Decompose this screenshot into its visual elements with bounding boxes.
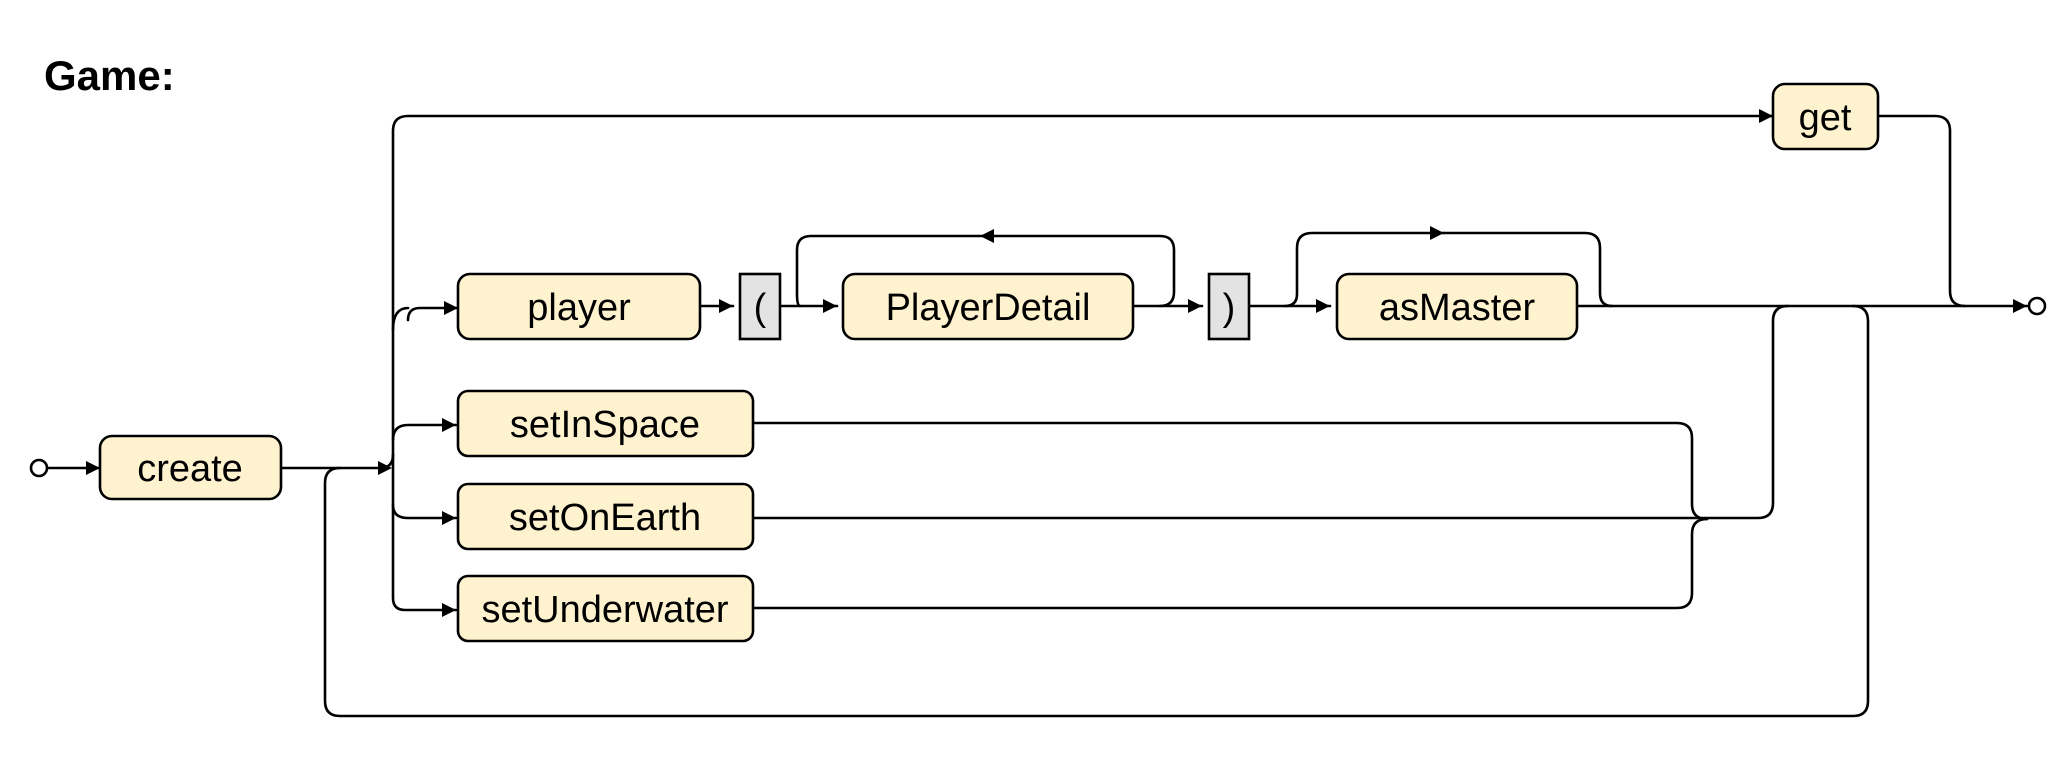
arrowheads: [86, 109, 2027, 617]
node-set-underwater-label: setUnderwater: [481, 589, 728, 631]
node-create-label: create: [137, 448, 243, 490]
node-set-in-space: setInSpace: [456, 389, 755, 458]
node-set-in-space-label: setInSpace: [510, 404, 700, 446]
node-open-paren-label: (: [754, 287, 767, 329]
rule-title: Game:: [44, 52, 175, 99]
node-player-label: player: [527, 287, 631, 329]
node-player-detail: PlayerDetail: [841, 272, 1135, 341]
node-player: player: [456, 272, 702, 341]
start-terminal: [29, 458, 49, 478]
node-create: create: [98, 434, 283, 501]
node-player-detail-label: PlayerDetail: [886, 287, 1091, 329]
tracks: [46, 114, 2029, 718]
node-get-label: get: [1799, 97, 1852, 139]
node-as-master-label: asMaster: [1379, 287, 1536, 329]
end-terminal: [2027, 296, 2047, 316]
node-as-master: asMaster: [1335, 272, 1579, 341]
node-set-underwater: setUnderwater: [456, 574, 755, 643]
node-get: get: [1771, 82, 1880, 151]
node-open-paren: (: [738, 272, 782, 341]
node-set-on-earth-label: setOnEarth: [509, 497, 701, 539]
node-set-on-earth: setOnEarth: [456, 482, 755, 551]
node-close-paren-label: ): [1223, 287, 1236, 329]
node-close-paren: ): [1207, 272, 1251, 341]
